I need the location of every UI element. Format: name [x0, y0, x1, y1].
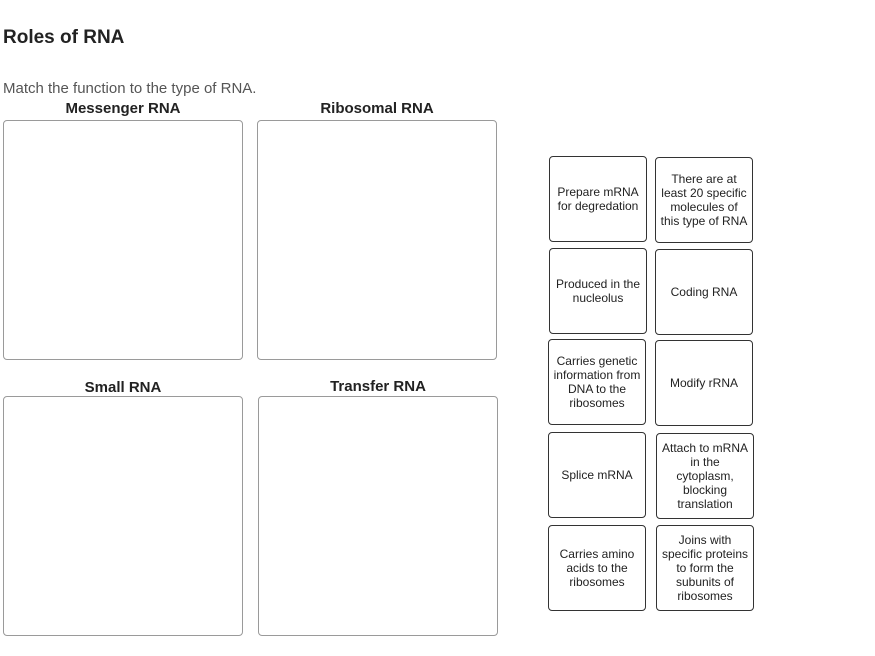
- answer-card[interactable]: Attach to mRNA in the cytoplasm, blockin…: [656, 433, 754, 519]
- answer-card[interactable]: Modify rRNA: [655, 340, 753, 426]
- answer-card[interactable]: Produced in the nucleolus: [549, 248, 647, 334]
- drop-target-messenger-rna[interactable]: [3, 120, 243, 360]
- drop-zone-label: Messenger RNA: [65, 100, 181, 117]
- answer-card[interactable]: Splice mRNA: [548, 432, 646, 518]
- answer-card[interactable]: Coding RNA: [655, 249, 753, 335]
- answer-card[interactable]: Carries genetic information from DNA to …: [548, 339, 646, 425]
- answer-card[interactable]: Joins with specific proteins to form the…: [656, 525, 754, 611]
- drop-zone-label: Transfer RNA: [330, 378, 426, 395]
- drop-zone-messenger-rna: Messenger RNA: [3, 100, 243, 361]
- drop-zone-small-rna: Small RNA: [3, 379, 243, 637]
- drop-zone-ribosomal-rna: Ribosomal RNA: [257, 100, 497, 361]
- answer-card[interactable]: Carries amino acids to the ribosomes: [548, 525, 646, 611]
- instructions-text: Match the function to the type of RNA.: [3, 80, 257, 97]
- answer-card[interactable]: Prepare mRNA for degredation: [549, 156, 647, 242]
- page-title: Roles of RNA: [3, 27, 125, 48]
- drop-zone-label: Ribosomal RNA: [320, 100, 434, 117]
- answer-card[interactable]: There are at least 20 specific molecules…: [655, 157, 753, 243]
- drop-zone-label: Small RNA: [84, 379, 162, 396]
- drop-target-transfer-rna[interactable]: [258, 396, 498, 636]
- drop-target-ribosomal-rna[interactable]: [257, 120, 497, 360]
- drop-zone-transfer-rna: Transfer RNA: [258, 378, 498, 637]
- drop-target-small-rna[interactable]: [3, 396, 243, 636]
